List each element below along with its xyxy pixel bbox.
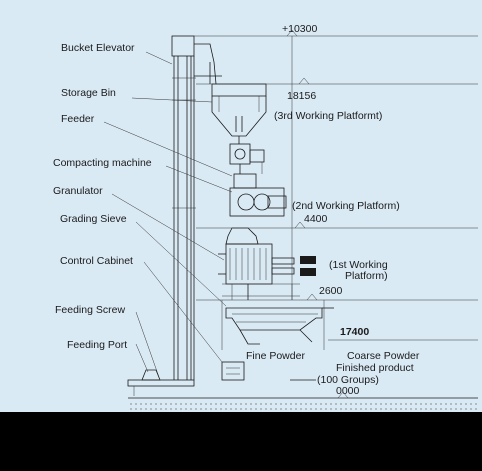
callout-feeder: Feeder bbox=[61, 113, 95, 125]
equipment-drawing bbox=[127, 35, 478, 410]
grading-sieve bbox=[221, 300, 334, 350]
elevation-third-label: (3rd Working Platformt) bbox=[274, 110, 382, 122]
elevation-ground: 0000 bbox=[336, 385, 360, 397]
callout-grading-sieve: Grading Sieve bbox=[60, 213, 127, 225]
elevation-sieve-level: 17400 bbox=[340, 326, 369, 338]
storage-bin bbox=[211, 83, 267, 144]
elevation-first-value: 2600 bbox=[319, 285, 343, 297]
callout-feeding-port: Feeding Port bbox=[67, 339, 127, 351]
elevation-top: +10300 bbox=[282, 23, 317, 35]
control-cabinet bbox=[221, 361, 245, 381]
elevation-lines bbox=[194, 35, 478, 341]
callout-feeding-screw: Feeding Screw bbox=[55, 304, 125, 316]
output-finished-product: Finished product bbox=[336, 362, 414, 374]
compacting-machine bbox=[229, 173, 287, 217]
elevation-second-value: 4400 bbox=[304, 213, 328, 225]
elevation-first-label-2: Platform) bbox=[345, 270, 388, 282]
leader-lines bbox=[103, 51, 233, 381]
callout-control-cabinet: Control Cabinet bbox=[60, 255, 133, 267]
output-coarse-powder: Coarse Powder bbox=[347, 350, 420, 362]
granulator-unit bbox=[218, 227, 316, 300]
output-fine-powder: Fine Powder bbox=[246, 350, 305, 362]
black-band bbox=[0, 412, 482, 471]
callout-storage-bin: Storage Bin bbox=[61, 87, 116, 99]
elevation-first-label-1: (1st Working bbox=[329, 259, 388, 271]
granulation-line-diagram: Bucket Elevator Storage Bin Feeder Compa… bbox=[0, 0, 482, 412]
callout-bucket-elevator: Bucket Elevator bbox=[61, 42, 135, 54]
callout-granulator: Granulator bbox=[53, 185, 103, 197]
callout-compacting-machine: Compacting machine bbox=[53, 157, 152, 169]
output-groups: (100 Groups) bbox=[317, 374, 379, 386]
elevation-second-label: (2nd Working Platform) bbox=[292, 200, 400, 212]
elevation-markers bbox=[286, 29, 349, 399]
elevation-third-value: 18156 bbox=[287, 90, 316, 102]
feeder-unit bbox=[229, 143, 265, 174]
bucket-elevator bbox=[171, 35, 222, 380]
